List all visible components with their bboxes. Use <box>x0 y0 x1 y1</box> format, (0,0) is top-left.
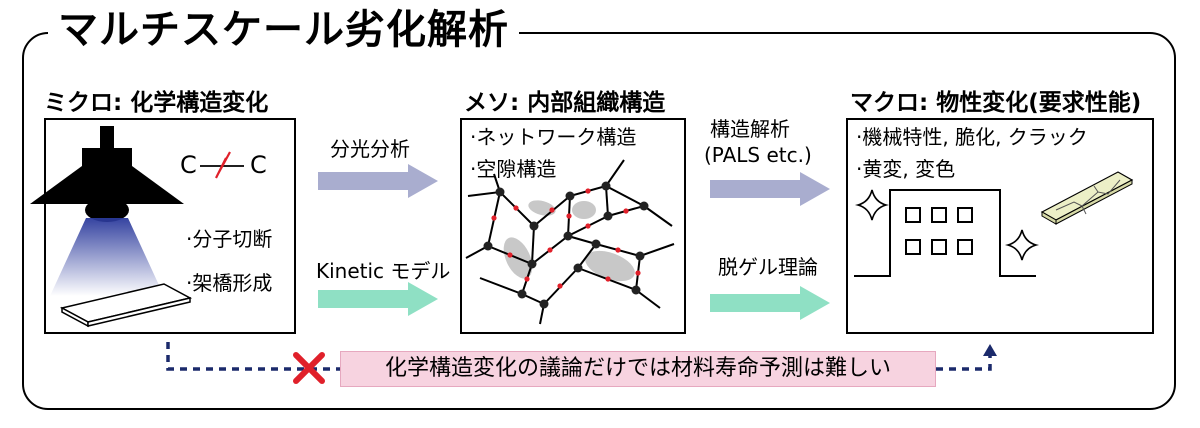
outer-frame <box>22 32 1176 410</box>
conclusion-note: 化学構造変化の議論だけでは材料寿命予測は難しい <box>340 351 936 387</box>
broken-bond-icon <box>200 151 244 179</box>
label-pals: (PALS etc.) <box>704 143 812 167</box>
arrow-kinetic-model <box>318 282 438 316</box>
crosslink-nodes <box>483 181 649 309</box>
uv-lamp-icon <box>30 126 184 296</box>
macro-illustration <box>854 171 1134 277</box>
meso-item-voids: ·空隙構造 <box>470 157 557 181</box>
arrow-structure-analysis <box>710 172 830 206</box>
label-degel-theory: 脱ゲル理論 <box>718 255 818 279</box>
arrowhead-up-icon <box>983 344 997 356</box>
meso-item-network: ·ネットワーク構造 <box>470 125 637 149</box>
sparkle-icon <box>854 189 1040 261</box>
bond-atom-right: C <box>250 151 267 179</box>
arrow-spectroscopy <box>318 164 438 198</box>
label-structure-analysis: 構造解析 <box>710 117 790 141</box>
cracked-sample-icon <box>1040 171 1134 225</box>
network-structure-illustration <box>465 159 675 325</box>
arrow-degel-theory <box>710 286 830 320</box>
micro-heading: ミクロ: 化学構造変化 <box>44 90 269 116</box>
label-kinetic-model: Kinetic モデル <box>316 259 451 283</box>
building-icon <box>854 189 1036 277</box>
micro-item-crosslink: ·架橋形成 <box>186 271 273 295</box>
macro-item-mechanical: ·機械特性, 脆化, クラック <box>856 125 1088 149</box>
macro-heading: マクロ: 物性変化(要求性能) <box>850 90 1142 116</box>
meso-heading: メソ: 内部組織構造 <box>464 90 666 116</box>
micro-item-scission: ·分子切断 <box>186 227 273 251</box>
void-shapes <box>503 200 635 282</box>
label-spectroscopy: 分光分析 <box>330 137 410 161</box>
micro-illustration <box>30 126 244 328</box>
page-title: マルチスケール劣化解析 <box>48 4 519 56</box>
sample-plate-icon <box>59 283 193 328</box>
macro-item-yellowing: ·黄変, 変色 <box>856 157 956 181</box>
cross-icon <box>293 352 325 384</box>
bond-atom-left: C <box>180 151 197 179</box>
